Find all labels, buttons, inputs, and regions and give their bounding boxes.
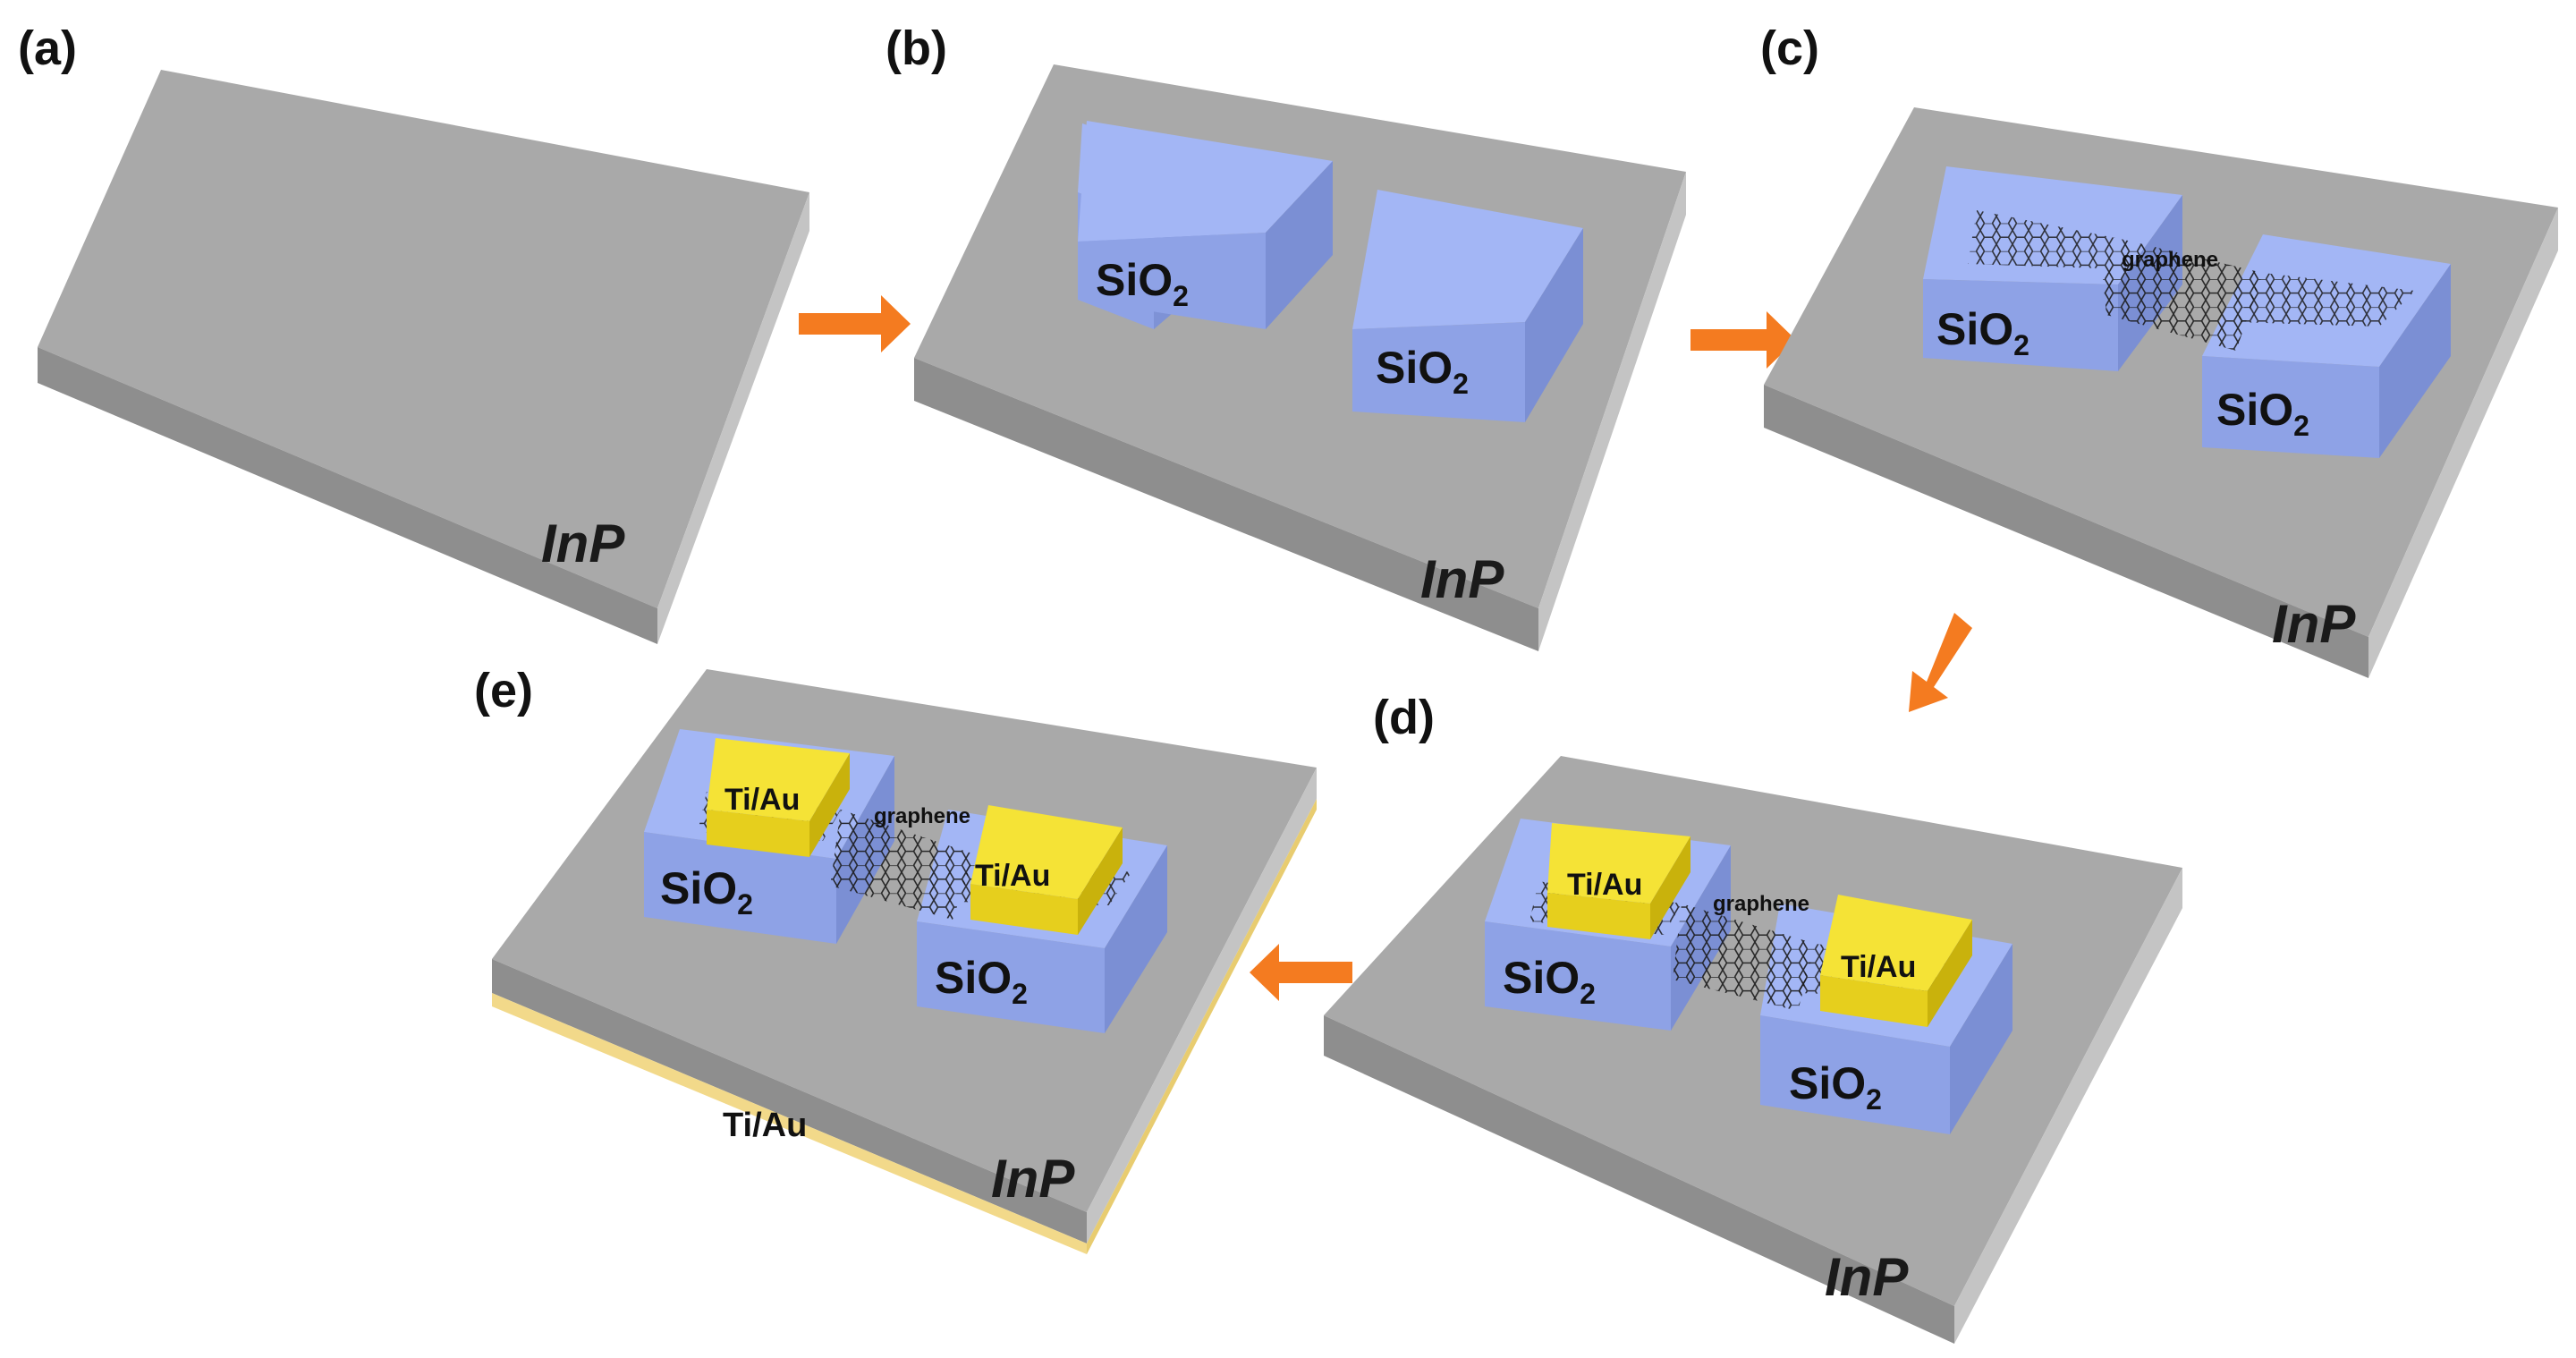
inp-substrate-e — [492, 669, 1317, 1243]
sio2-label-right-b: SiO2 — [1376, 343, 1469, 400]
panel-d: (d) graphene Ti/A — [1324, 691, 2182, 1344]
panel-c: (c) graphene SiO2 SiO2 InP — [1760, 21, 2558, 678]
inp-substrate-b — [914, 64, 1686, 651]
panel-c-label: (c) — [1760, 21, 1819, 75]
sio2-label-right-d: SiO2 — [1789, 1058, 1882, 1116]
panel-b: (b) SiO2 SiO2 InP — [886, 21, 1686, 651]
tiau-pad-right-d — [1820, 895, 1972, 1027]
tiau-label-right-d: Ti/Au — [1841, 950, 1916, 984]
arrow-d-to-e — [1250, 944, 1352, 1001]
back-contact-label-e: Ti/Au — [723, 1107, 807, 1144]
inp-substrate-d — [1324, 756, 2182, 1344]
tiau-pad-left-d — [1547, 823, 1690, 939]
graphene-sheet-c — [1968, 210, 2415, 351]
sio2-label-left-d: SiO2 — [1503, 953, 1596, 1010]
arrow-b-to-c — [1690, 311, 1796, 369]
sio2-label-left-c: SiO2 — [1936, 304, 2029, 361]
tiau-label-left-d: Ti/Au — [1567, 868, 1642, 902]
inp-substrate-a — [38, 70, 809, 644]
arrow-a-to-b — [799, 295, 911, 352]
panel-a: (a) InP — [18, 21, 809, 644]
sio2-label-right-e: SiO2 — [935, 953, 1028, 1010]
sio2-block-left-b — [1078, 121, 1333, 329]
panel-b-label: (b) — [886, 21, 947, 75]
inp-label-c: InP — [2272, 594, 2356, 654]
sio2-block-right-b — [1352, 190, 1583, 422]
tiau-pad-right-e — [970, 805, 1123, 935]
inp-label-b: InP — [1420, 549, 1504, 609]
sio2-label-left-b: SiO2 — [1096, 255, 1189, 312]
panel-e: (e) Ti/Au graphene — [474, 664, 1317, 1254]
back-contact-tiau-e — [492, 799, 1317, 1254]
inp-label-e: InP — [991, 1149, 1075, 1209]
graphene-label-c: graphene — [2122, 248, 2218, 272]
tiau-pad-left-e — [707, 738, 850, 857]
panel-e-label: (e) — [474, 664, 533, 717]
arrow-c-to-d — [1909, 613, 1972, 712]
tiau-label-left-e: Ti/Au — [724, 783, 800, 817]
panel-a-label: (a) — [18, 21, 77, 75]
graphene-label-e: graphene — [874, 804, 970, 828]
sio2-label-right-c: SiO2 — [2216, 385, 2309, 442]
inp-label-a: InP — [541, 513, 625, 573]
tiau-label-right-e: Ti/Au — [975, 859, 1050, 893]
panel-d-label: (d) — [1373, 691, 1435, 744]
inp-label-d: InP — [1825, 1247, 1909, 1307]
sio2-label-left-e: SiO2 — [660, 863, 753, 921]
graphene-label-d: graphene — [1713, 892, 1809, 916]
